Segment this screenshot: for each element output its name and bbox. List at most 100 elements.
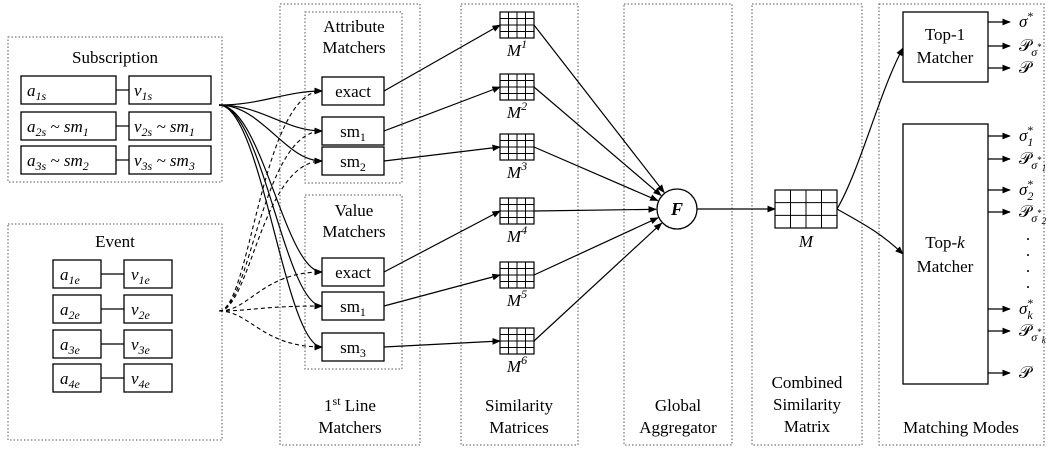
topk-output-1: 𝒫σ*1 — [1019, 149, 1046, 173]
subscription-attr-cell — [20, 111, 117, 141]
similarity-label-1: Similarity — [485, 396, 554, 415]
subscription-to-matcher-5 — [218, 104, 323, 351]
matrix-to-aggregator-1 — [533, 24, 665, 194]
top1-output-0: σ* — [1019, 9, 1033, 31]
attribute-matcher-1-label: sm1 — [340, 122, 366, 144]
matcher-to-matrix-4 — [383, 210, 501, 273]
attribute-matcher-0-label: exact — [335, 82, 371, 101]
subscription-to-matcher-1 — [218, 104, 323, 135]
topk-ellipsis-dot-1: . — [1026, 241, 1030, 260]
similarity-matrix-4 — [499, 197, 535, 225]
similarity-matrix-label-1: M1 — [506, 37, 527, 60]
attribute-matchers-panel — [304, 11, 403, 184]
matcher-to-matrix-3 — [383, 144, 501, 162]
event-to-matcher-5 — [218, 310, 323, 351]
matrix-to-aggregator-5 — [533, 217, 659, 276]
matrix-to-aggregator-3 — [533, 146, 659, 202]
event-to-matcher-0 — [218, 87, 323, 312]
first-line-label-1: 1st Line — [324, 394, 376, 415]
matcher-to-matrix-1 — [383, 24, 501, 92]
top1-label-1: Top-1 — [925, 25, 965, 44]
matcher-to-matrix-2 — [383, 86, 501, 132]
attribute-matchers-title-2: Matchers — [322, 38, 385, 57]
topk-output-3: 𝒫σ*2 — [1019, 202, 1047, 226]
aggregator-symbol: F — [670, 199, 683, 219]
event-to-matcher-1 — [218, 127, 323, 312]
subscription-value-text: v2s ~ sm1 — [134, 117, 195, 139]
event-attr-text: a4e — [60, 369, 81, 391]
attribute-matchers-title-1: Attribute — [323, 17, 384, 36]
similarity-matrix-label-5: M5 — [506, 287, 527, 310]
top1-output-1: 𝒫σ* — [1019, 36, 1042, 59]
top1-matcher-box — [902, 11, 989, 83]
event-value-text: v1e — [131, 265, 151, 287]
combined-matrix-label: M — [798, 232, 814, 251]
similarity-matrix-1 — [499, 11, 535, 39]
subscription-to-matcher-4 — [218, 104, 323, 310]
similarity-matrix-label-3: M3 — [506, 159, 527, 182]
top1-output-2: 𝒫 — [1019, 58, 1033, 77]
value-matcher-2-label: sm3 — [340, 338, 366, 360]
first-line-label-2: Matchers — [318, 418, 381, 437]
event-value-cell — [123, 363, 173, 393]
combined-matrix-grid — [774, 189, 838, 229]
attribute-matcher-1 — [321, 116, 385, 146]
attribute-matcher-2 — [321, 146, 385, 176]
combined-label-1: Combined — [772, 373, 843, 392]
event-to-matcher-2 — [218, 157, 323, 312]
global-label-1: Global — [655, 396, 702, 415]
subscription-value-cell — [128, 111, 212, 141]
global-aggregator-column — [623, 3, 733, 446]
combined-to-topk — [836, 208, 904, 255]
subscription-attr-text: a1s — [27, 81, 47, 103]
value-matcher-0-label: exact — [335, 263, 371, 282]
topk-ellipsis-dot-2: . — [1026, 257, 1030, 276]
topk-output-6: 𝒫 — [1019, 363, 1033, 382]
event-to-matcher-3 — [218, 268, 323, 312]
value-matchers-panel — [304, 194, 403, 370]
matcher-to-matrix-5 — [383, 273, 501, 307]
topk-output-5: 𝒫σ*k — [1019, 321, 1047, 345]
subscription-to-matcher-2 — [218, 104, 323, 165]
event-attr-text: a3e — [60, 335, 81, 357]
combined-matrix-column — [751, 3, 863, 446]
subscription-attr-text: a2s ~ sm1 — [27, 117, 89, 139]
matrix-to-aggregator-6 — [533, 222, 663, 342]
value-matcher-1-label: sm1 — [340, 297, 366, 319]
combined-to-top1 — [836, 47, 904, 210]
top1-label-2: Matcher — [917, 48, 974, 67]
subscription-attr-text: a3s ~ sm2 — [27, 151, 89, 173]
event-value-text: v2e — [131, 300, 151, 322]
matching-modes-label: Matching Modes — [903, 418, 1019, 437]
topk-ellipsis-dot-0: . — [1026, 225, 1030, 244]
event-attr-text: a1e — [60, 265, 81, 287]
similarity-matrix-6 — [499, 327, 535, 355]
event-attr-cell — [52, 363, 102, 393]
similarity-matrices-column — [460, 3, 579, 446]
event-value-text: v3e — [131, 335, 151, 357]
event-panel — [7, 223, 223, 441]
subscription-panel — [7, 36, 223, 183]
similarity-matrix-label-6: M6 — [506, 353, 527, 376]
similarity-matrix-5 — [499, 261, 535, 289]
event-attr-cell — [52, 294, 102, 324]
matching-modes-column — [878, 3, 1045, 446]
attribute-matcher-2-label: sm2 — [340, 152, 366, 174]
topk-ellipsis-dot-3: . — [1026, 273, 1030, 292]
topk-label-1: Top-k — [925, 233, 965, 252]
event-value-text: v4e — [131, 369, 151, 391]
combined-label-3: Matrix — [784, 417, 831, 436]
matrix-to-aggregator-2 — [533, 86, 662, 196]
subscription-value-text: v1s — [134, 81, 153, 103]
value-matcher-1 — [321, 291, 385, 321]
subscription-to-matcher-0 — [218, 87, 323, 106]
first-line-matchers-column — [279, 3, 421, 446]
matrix-to-aggregator-4 — [533, 206, 657, 213]
value-matchers-title-1: Value — [335, 201, 374, 220]
combined-label-2: Similarity — [773, 395, 842, 414]
subscription-attr-cell — [20, 145, 117, 175]
similarity-label-2: Matrices — [489, 418, 548, 437]
similarity-matrix-3 — [499, 133, 535, 161]
